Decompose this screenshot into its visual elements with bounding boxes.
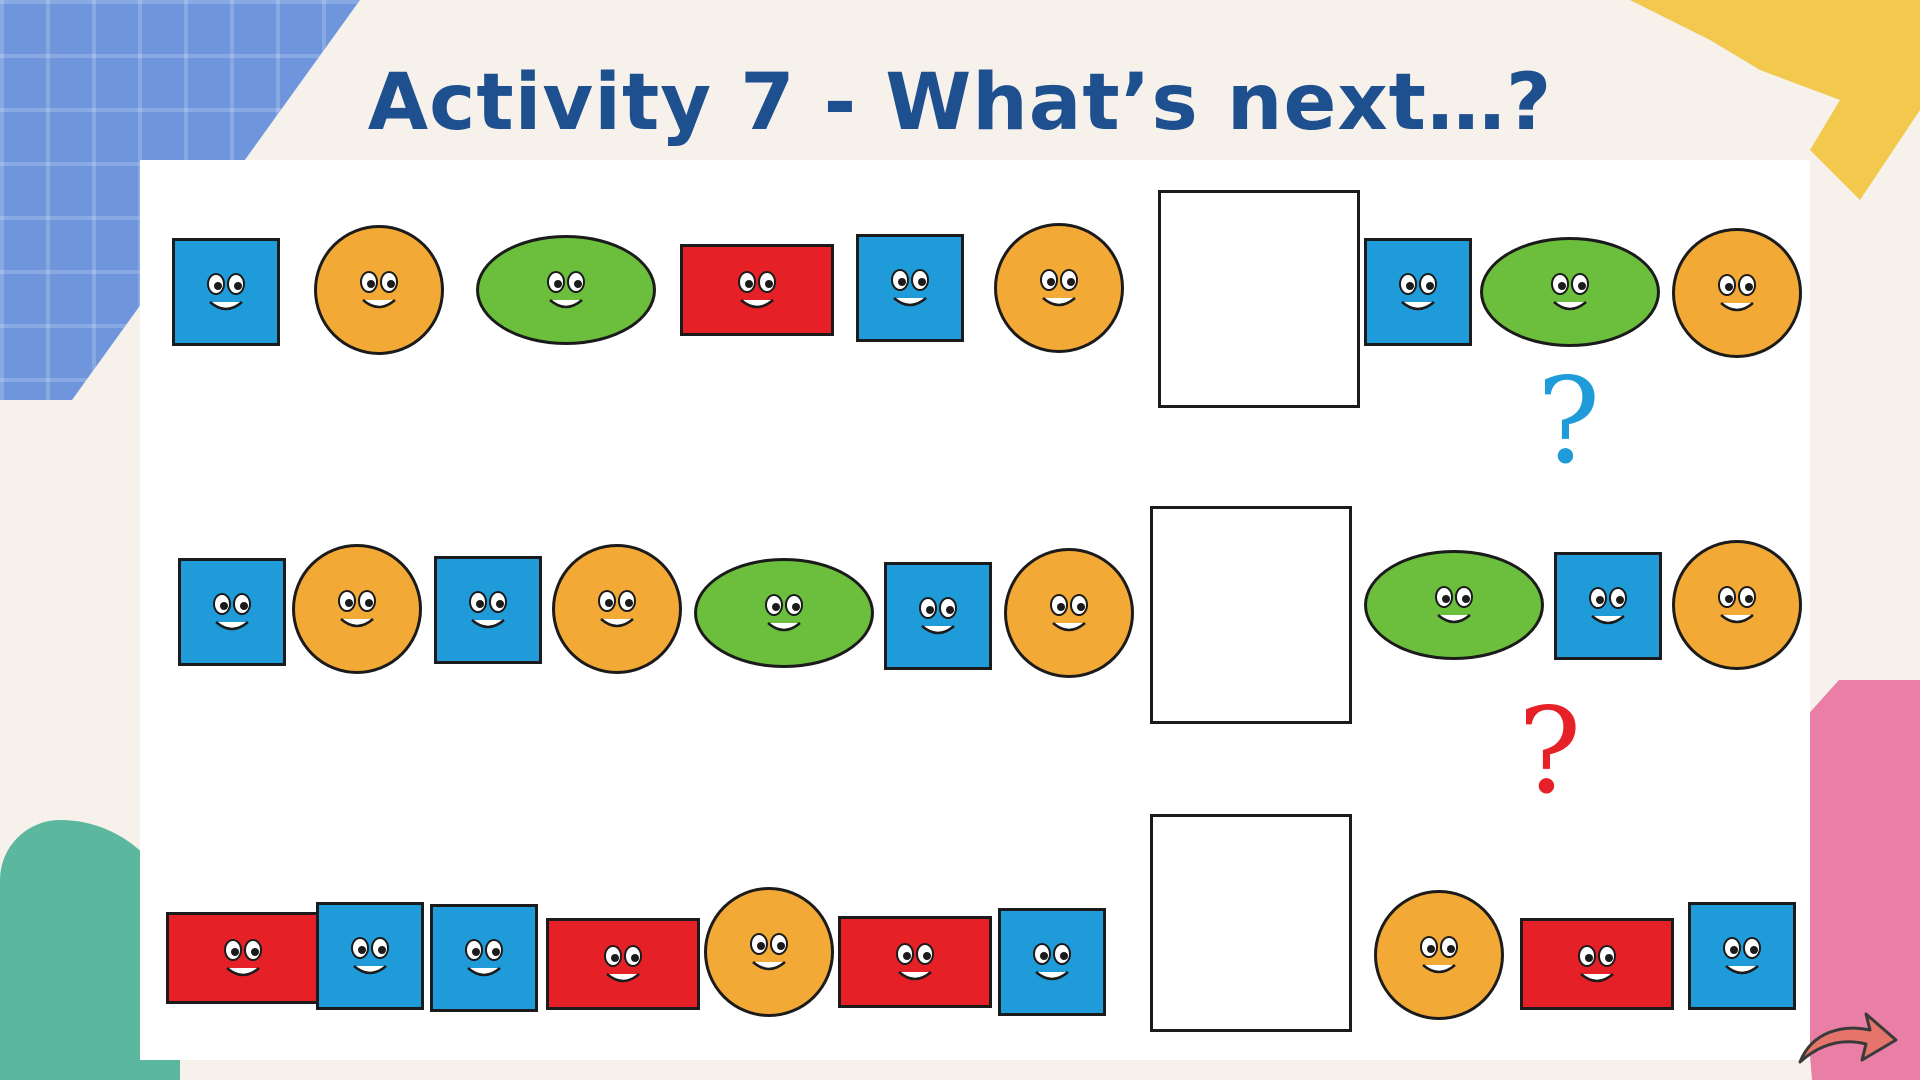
smiley-face-icon	[1435, 586, 1473, 624]
smiley-face-icon	[1718, 274, 1756, 312]
smiley-face-icon	[1040, 269, 1078, 307]
smiley-face-icon	[919, 597, 957, 635]
question-mark-2: ?	[1518, 682, 1582, 820]
shape-circle	[1672, 228, 1802, 358]
smiley-face-icon	[213, 593, 251, 631]
shape-square	[998, 908, 1106, 1016]
smiley-face-icon	[351, 937, 389, 975]
shape-square	[1688, 902, 1796, 1010]
shape-square	[1364, 238, 1472, 346]
smiley-face-icon	[1399, 273, 1437, 311]
smiley-face-icon	[465, 939, 503, 977]
shape-circle	[994, 223, 1124, 353]
smiley-face-icon	[224, 939, 262, 977]
smiley-face-icon	[604, 945, 642, 983]
shape-circle	[1004, 548, 1134, 678]
shape-rectangle	[1520, 918, 1674, 1010]
decor-yellow-zigzag	[1630, 0, 1920, 200]
page-title: Activity 7 - What’s next…?	[367, 58, 1553, 148]
smiley-face-icon	[750, 933, 788, 971]
shape-rectangle	[838, 916, 992, 1008]
shape-square	[178, 558, 286, 666]
shape-circle	[292, 544, 422, 674]
shape-square	[884, 562, 992, 670]
shape-oval	[476, 235, 656, 345]
shape-rectangle	[680, 244, 834, 336]
smiley-face-icon	[1723, 937, 1761, 975]
shape-square	[434, 556, 542, 664]
shape-rectangle	[546, 918, 700, 1010]
shape-oval	[694, 558, 874, 668]
shape-square	[430, 904, 538, 1012]
smiley-face-icon	[765, 594, 803, 632]
shape-oval	[1480, 237, 1660, 347]
smiley-face-icon	[360, 271, 398, 309]
pattern-row-2	[0, 506, 1920, 724]
answer-box-2[interactable]	[1150, 506, 1352, 724]
smiley-face-icon	[1050, 594, 1088, 632]
pattern-row-3	[0, 814, 1920, 1032]
answer-box-1[interactable]	[1158, 190, 1360, 408]
shape-circle	[552, 544, 682, 674]
smiley-face-icon	[1589, 587, 1627, 625]
question-mark-1: ?	[1537, 352, 1601, 490]
smiley-face-icon	[1033, 943, 1071, 981]
shape-circle	[1672, 540, 1802, 670]
smiley-face-icon	[469, 591, 507, 629]
shape-circle	[1374, 890, 1504, 1020]
smiley-face-icon	[207, 273, 245, 311]
shape-rectangle	[166, 912, 320, 1004]
shape-circle	[704, 887, 834, 1017]
smiley-face-icon	[1578, 945, 1616, 983]
shape-square	[1554, 552, 1662, 660]
smiley-face-icon	[1551, 273, 1589, 311]
smiley-face-icon	[1420, 936, 1458, 974]
shape-circle	[314, 225, 444, 355]
shape-square	[172, 238, 280, 346]
smiley-face-icon	[738, 271, 776, 309]
shape-square	[856, 234, 964, 342]
answer-box-3[interactable]	[1150, 814, 1352, 1032]
smiley-face-icon	[547, 271, 585, 309]
curved-arrow-icon[interactable]	[1792, 1002, 1902, 1072]
shape-square	[316, 902, 424, 1010]
smiley-face-icon	[1718, 586, 1756, 624]
smiley-face-icon	[896, 943, 934, 981]
smiley-face-icon	[598, 590, 636, 628]
shape-oval	[1364, 550, 1544, 660]
smiley-face-icon	[891, 269, 929, 307]
pattern-row-1	[0, 190, 1920, 408]
smiley-face-icon	[338, 590, 376, 628]
